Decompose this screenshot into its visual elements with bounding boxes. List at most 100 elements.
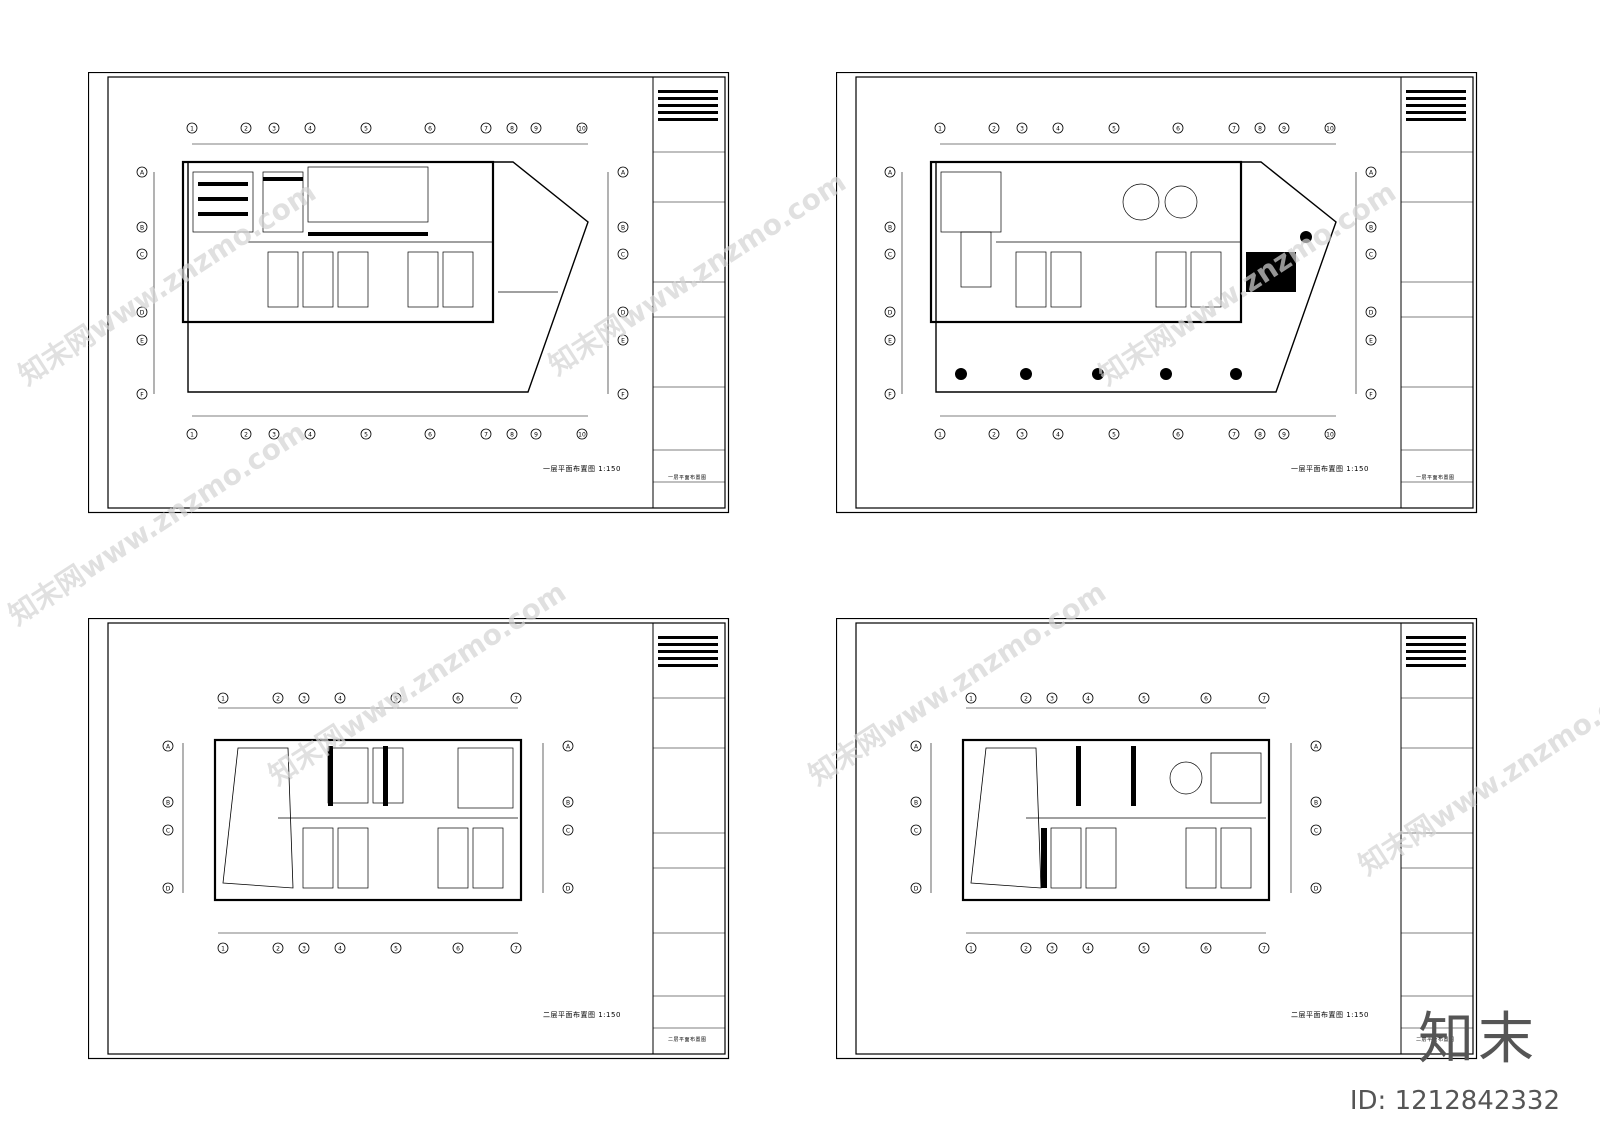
- svg-text:C: C: [140, 252, 144, 259]
- sheet-title: 二层平面布置图 1:150: [1291, 1011, 1369, 1019]
- grid-axis-bubble: 9: [530, 122, 542, 134]
- svg-text:C: C: [1314, 828, 1318, 835]
- svg-text:1: 1: [969, 946, 973, 953]
- svg-text:2: 2: [276, 696, 280, 703]
- grid-axis-bubble: 10: [1324, 122, 1336, 134]
- svg-text:C: C: [914, 828, 918, 835]
- grid-axis-bubble: 2: [988, 122, 1000, 134]
- svg-text:4: 4: [1086, 946, 1090, 953]
- svg-text:E: E: [888, 338, 892, 345]
- grid-axis-bubble: D: [910, 882, 922, 894]
- grid-axis-bubble: 8: [506, 428, 518, 440]
- grid-axis-bubble: 2: [240, 428, 252, 440]
- sheet-title: 二层平面布置图 1:150: [543, 1011, 621, 1019]
- svg-text:D: D: [166, 886, 171, 893]
- grid-axis-bubble: E: [884, 334, 896, 346]
- svg-text:5: 5: [394, 946, 398, 953]
- grid-axis-bubble: B: [1310, 796, 1322, 808]
- grid-axis-bubble: 1: [217, 692, 229, 704]
- svg-text:5: 5: [1142, 696, 1146, 703]
- svg-text:7: 7: [1232, 126, 1236, 133]
- svg-text:B: B: [566, 800, 570, 807]
- grid-axis-bubble: E: [1365, 334, 1377, 346]
- svg-text:9: 9: [534, 432, 538, 439]
- grid-axis-bubble: D: [884, 306, 896, 318]
- svg-text:6: 6: [428, 126, 432, 133]
- grid-axis-bubble: 6: [424, 428, 436, 440]
- svg-text:1: 1: [221, 696, 225, 703]
- svg-text:6: 6: [428, 432, 432, 439]
- grid-axis-bubble: 5: [390, 692, 402, 704]
- sheet-footer-label: 二层平面布置图: [668, 1037, 707, 1043]
- grid-axis-bubble: 2: [1020, 942, 1032, 954]
- grid-axis-bubble: 1: [186, 428, 198, 440]
- grid-axis-bubble: A: [884, 166, 896, 178]
- grid-axis-bubble: 3: [268, 428, 280, 440]
- grid-axis-bubble: 4: [1052, 122, 1064, 134]
- grid-axis-bubble: F: [617, 388, 629, 400]
- svg-text:B: B: [1314, 800, 1318, 807]
- grid-axis-bubble: 1: [965, 942, 977, 954]
- grid-axis-bubble: 4: [304, 428, 316, 440]
- svg-text:6: 6: [1204, 946, 1208, 953]
- svg-text:B: B: [914, 800, 918, 807]
- svg-text:7: 7: [1262, 696, 1266, 703]
- grid-axis-bubble: D: [1310, 882, 1322, 894]
- grid-axis-bubble: D: [162, 882, 174, 894]
- grid-axis-bubble: 7: [1258, 942, 1270, 954]
- svg-text:3: 3: [1020, 126, 1024, 133]
- svg-text:8: 8: [510, 126, 514, 133]
- svg-text:1: 1: [938, 432, 942, 439]
- grid-axis-bubble: 7: [480, 122, 492, 134]
- grid-axis-bubble: B: [162, 796, 174, 808]
- grid-axis-bubble: A: [562, 740, 574, 752]
- svg-text:10: 10: [1326, 126, 1334, 133]
- grid-axis-bubble: 6: [452, 942, 464, 954]
- grid-axis-bubble: C: [1365, 248, 1377, 260]
- svg-text:E: E: [140, 338, 144, 345]
- grid-axis-bubble: 1: [217, 942, 229, 954]
- svg-text:A: A: [140, 170, 145, 177]
- grid-axis-bubble: A: [136, 166, 148, 178]
- svg-text:A: A: [166, 744, 171, 751]
- grid-axis-bubble: 10: [1324, 428, 1336, 440]
- svg-text:A: A: [1369, 170, 1374, 177]
- svg-text:5: 5: [1112, 432, 1116, 439]
- svg-text:1: 1: [190, 432, 194, 439]
- svg-text:9: 9: [1282, 126, 1286, 133]
- svg-text:F: F: [888, 392, 892, 399]
- svg-text:5: 5: [1112, 126, 1116, 133]
- grid-axis-bubble: 3: [1016, 428, 1028, 440]
- grid-axis-bubble: 5: [1138, 692, 1150, 704]
- grid-axis-bubble: 7: [510, 942, 522, 954]
- grid-axis-bubble: A: [910, 740, 922, 752]
- grid-axis-bubble: 7: [510, 692, 522, 704]
- grid-axis-bubble: B: [884, 221, 896, 233]
- svg-text:6: 6: [1204, 696, 1208, 703]
- svg-text:4: 4: [1056, 432, 1060, 439]
- grid-axis-bubble: B: [562, 796, 574, 808]
- svg-text:2: 2: [276, 946, 280, 953]
- grid-axis-bubble: A: [1365, 166, 1377, 178]
- sheet-footer-label: 二层平面布置图: [1416, 1037, 1455, 1043]
- grid-axis-bubble: 4: [304, 122, 316, 134]
- grid-axis-bubble: 8: [1254, 122, 1266, 134]
- grid-axis-bubble: C: [617, 248, 629, 260]
- grid-axis-bubble: 2: [240, 122, 252, 134]
- svg-text:4: 4: [308, 126, 312, 133]
- grid-axis-bubble: 7: [1258, 692, 1270, 704]
- svg-text:A: A: [566, 744, 571, 751]
- svg-text:4: 4: [1056, 126, 1060, 133]
- grid-axis-bubble: 8: [1254, 428, 1266, 440]
- brand-logo: 知末: [1418, 1007, 1538, 1072]
- grid-axis-bubble: 2: [272, 942, 284, 954]
- svg-text:B: B: [1369, 225, 1373, 232]
- svg-text:E: E: [621, 338, 625, 345]
- grid-axis-bubble: 2: [272, 692, 284, 704]
- grid-axis-bubble: 4: [334, 692, 346, 704]
- grid-axis-bubble: 9: [1278, 122, 1290, 134]
